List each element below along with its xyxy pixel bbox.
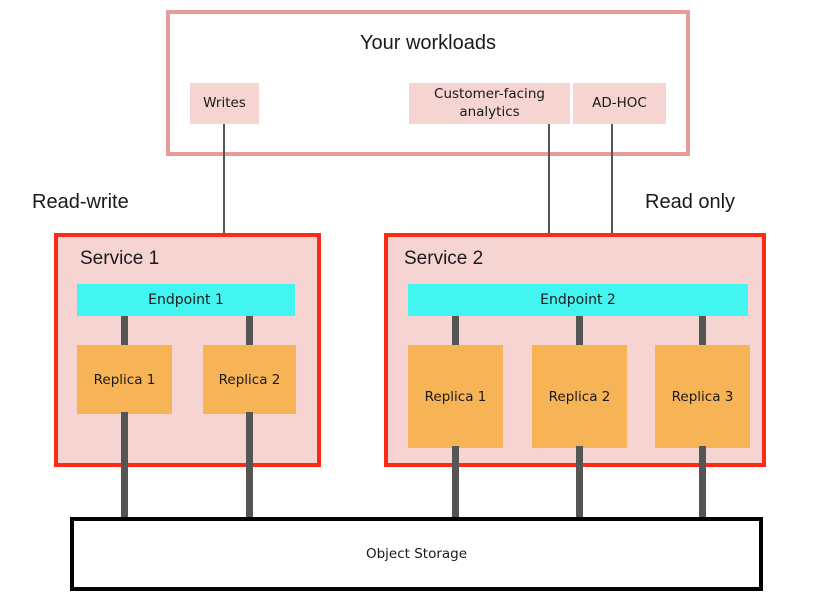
- object-storage-box[interactable]: Object Storage: [70, 517, 763, 591]
- service-2-replica-1[interactable]: Replica 1: [408, 345, 503, 448]
- connector-s1-replica2-storage: [246, 412, 253, 519]
- connector-endpoint2-replica3: [699, 315, 706, 347]
- arrow-line-writes-to-endpoint1: [223, 124, 225, 258]
- service-2-title: Service 2: [404, 248, 484, 269]
- connector-endpoint2-replica2: [576, 315, 583, 347]
- arrow-line-analytics-to-endpoint2: [548, 124, 550, 258]
- connector-endpoint1-replica1: [121, 315, 128, 347]
- workload-chip-ad-hoc[interactable]: AD-HOC: [573, 83, 666, 124]
- connector-endpoint2-replica1: [452, 315, 459, 347]
- connector-s2-replica3-storage: [699, 446, 706, 519]
- workload-chip-writes[interactable]: Writes: [190, 83, 259, 124]
- service-1-replica-2[interactable]: Replica 2: [203, 345, 296, 414]
- workload-chip-customer-facing-analytics[interactable]: Customer-facing analytics: [409, 83, 570, 124]
- service-1-replica-1[interactable]: Replica 1: [77, 345, 172, 414]
- endpoint-1[interactable]: Endpoint 1: [77, 284, 295, 316]
- service-1-title: Service 1: [80, 248, 160, 269]
- caption-read-only: Read only: [645, 191, 736, 213]
- service-2-replica-3[interactable]: Replica 3: [655, 345, 750, 448]
- connector-s2-replica1-storage: [452, 446, 459, 519]
- endpoint-2[interactable]: Endpoint 2: [408, 284, 748, 316]
- arrow-line-adhoc-to-endpoint2: [611, 124, 613, 258]
- connector-s2-replica2-storage: [576, 446, 583, 519]
- service-2-replica-2[interactable]: Replica 2: [532, 345, 627, 448]
- connector-s1-replica1-storage: [121, 412, 128, 519]
- connector-endpoint1-replica2: [246, 315, 253, 347]
- caption-read-write: Read-write: [32, 191, 129, 213]
- workloads-title: Your workloads: [359, 32, 496, 54]
